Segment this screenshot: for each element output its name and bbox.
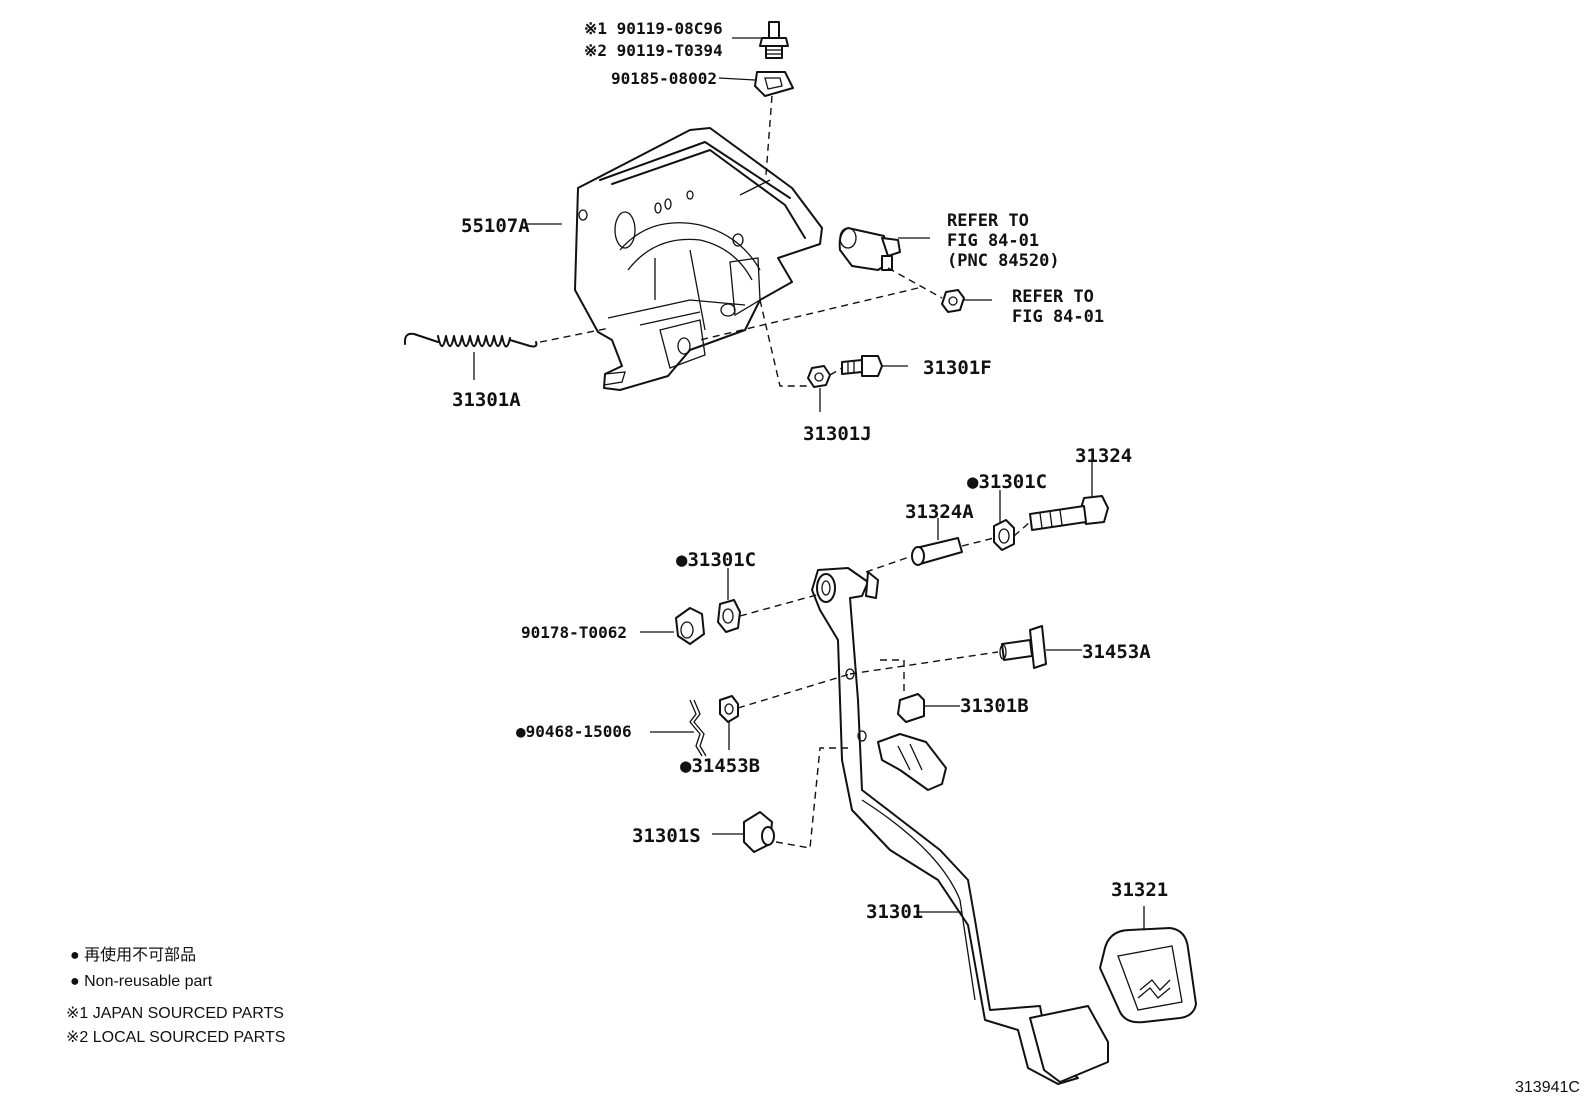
dash-pedal-to-collar (865, 555, 913, 573)
label-31301: 31301 (866, 901, 923, 923)
refer-switch-line1: REFER TO (947, 211, 1029, 231)
label-90178: 90178-T0062 (521, 623, 627, 642)
dash-nut-to-bracket (699, 287, 919, 341)
dash-pedal-to-pin (849, 651, 999, 675)
dash-bracket-to-nut (759, 299, 808, 387)
stop-lamp-switch-drawing (838, 227, 901, 271)
dash-nut-to-bolt (829, 367, 843, 376)
bushing-31453b-drawing (719, 695, 739, 723)
label-31301c-top: ●31301C (967, 471, 1047, 493)
dash-collar-to-bushing (961, 537, 995, 547)
label-31301b: 31301B (960, 695, 1029, 717)
legend-non-reusable-jp: ● 再使用不可部品 (70, 946, 196, 964)
clip-90468-drawing (689, 699, 707, 757)
label-90119-local: ※2 90119-T0394 (584, 41, 723, 60)
legend-japan-sourced: ※1 JAPAN SOURCED PARTS (66, 1005, 284, 1022)
label-31453b: ●31453B (680, 755, 760, 777)
stopper-31301s-drawing (743, 811, 775, 853)
collar-31324a-drawing (911, 537, 963, 566)
figure-id: 313941C (1515, 1079, 1580, 1096)
refer-nut-line2: FIG 84-01 (1012, 307, 1104, 327)
bolt-90119-drawing (759, 21, 789, 59)
label-31301a: 31301A (452, 389, 521, 411)
bolt-31301f-drawing (841, 355, 883, 377)
label-31301f: 31301F (923, 357, 992, 379)
stopper-31301b-drawing (897, 693, 925, 723)
refer-nut-line1: REFER TO (1012, 287, 1094, 307)
label-90119-japan: ※1 90119-08C96 (584, 19, 723, 38)
dash-bushing-to-pedal-lower (737, 673, 851, 709)
label-90468: ●90468-15006 (516, 722, 632, 741)
label-31301s: 31301S (632, 825, 701, 847)
refer-switch-line2: FIG 84-01 (947, 231, 1039, 251)
clutch-pedal-arm-drawing (811, 567, 1109, 1085)
bolt-31324-drawing (1029, 495, 1109, 531)
legend-local-sourced: ※2 LOCAL SOURCED PARTS (66, 1029, 285, 1046)
label-90185: 90185-08002 (611, 69, 717, 88)
nut-31301j-drawing (807, 365, 831, 388)
pedal-pad-31321-drawing (1099, 927, 1197, 1024)
leader-90185 (718, 77, 756, 81)
label-31301c-left: ●31301C (676, 549, 756, 571)
nut-90178-drawing (675, 607, 705, 645)
pedal-bracket-drawing (574, 127, 823, 391)
pin-31453a-drawing (999, 625, 1047, 669)
label-31324a: 31324A (905, 501, 974, 523)
label-31324: 31324 (1075, 445, 1132, 467)
dash-switch-to-nut (887, 267, 943, 299)
legend-non-reusable-en: ● Non-reusable part (70, 973, 213, 990)
label-31301j: 31301J (803, 423, 872, 445)
bushing-31301c-left-drawing (717, 599, 741, 633)
dash-stopper-to-pedal (775, 747, 852, 849)
label-55107a: 55107A (461, 215, 530, 237)
bushing-31301c-top-drawing (993, 519, 1015, 551)
label-31321: 31321 (1111, 879, 1168, 901)
dash-stopper (880, 659, 905, 694)
switch-nut-drawing (941, 289, 965, 313)
dash-clip-to-bracket (765, 95, 773, 176)
dash-bushing-to-bolt (1013, 521, 1031, 537)
dash-spring-to-bracket (539, 327, 611, 343)
clip-90185-drawing (754, 71, 794, 97)
return-spring-drawing (403, 332, 538, 348)
dash-bushing-to-pedal (739, 593, 821, 617)
label-31453a: 31453A (1082, 641, 1151, 663)
refer-switch-line3: (PNC 84520) (947, 251, 1060, 271)
